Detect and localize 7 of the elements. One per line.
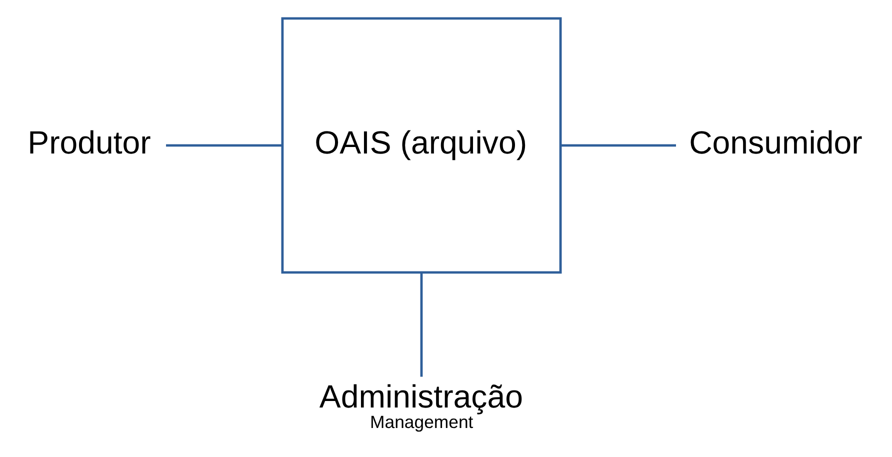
connector: [560, 144, 676, 146]
node-text: Consumidor: [689, 124, 862, 160]
node-text: Produtor: [28, 124, 151, 160]
connector: [166, 144, 282, 146]
node-box: OAIS (arquivo): [281, 16, 562, 274]
node-text: Administração Management: [319, 378, 523, 432]
connector: [420, 272, 423, 376]
